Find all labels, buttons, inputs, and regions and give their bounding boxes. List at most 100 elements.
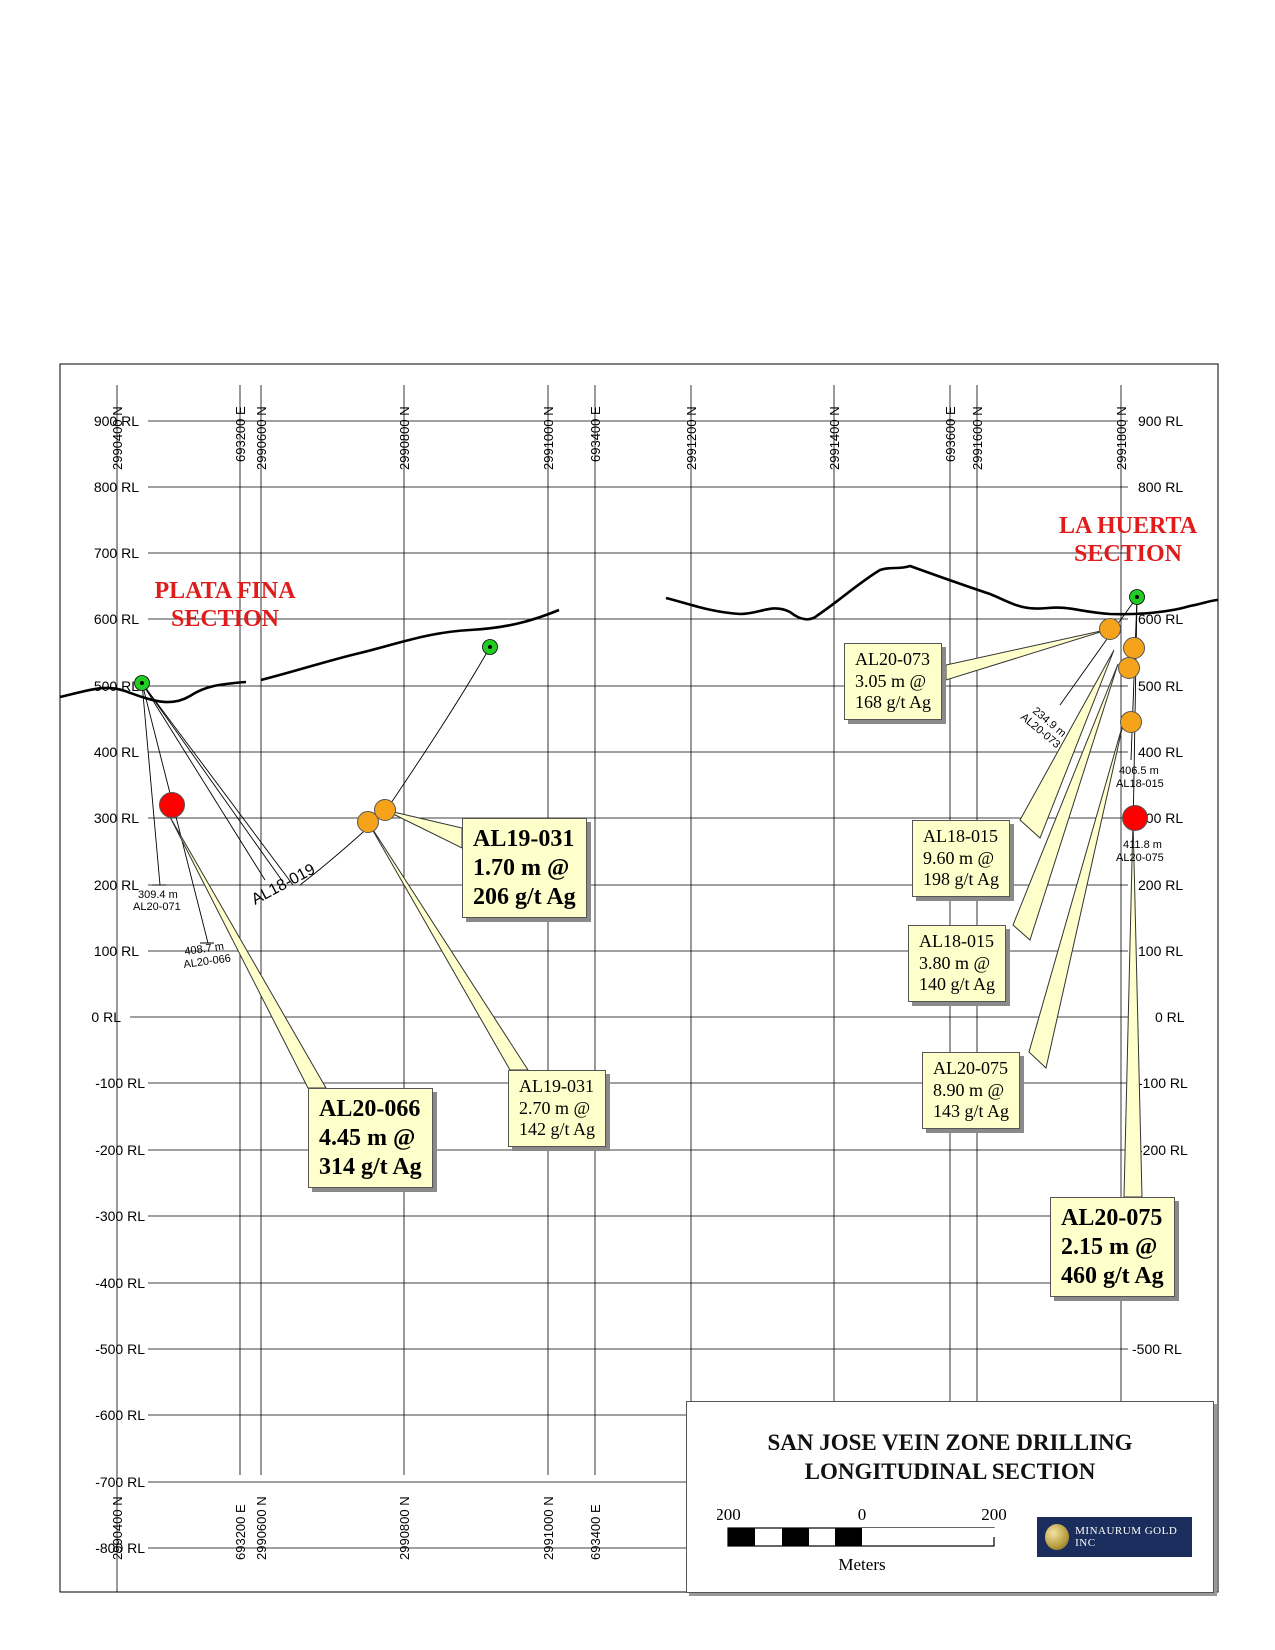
rl-left-minus100: -100 RL [95, 1075, 145, 1091]
rl-left-minus500: -500 RL [95, 1341, 145, 1357]
hole-depth-al18-015: 406.5 m [1119, 765, 1159, 777]
rl-left-800: 800 RL [94, 479, 139, 495]
rl-left-900: 900 RL [94, 413, 139, 429]
callout-hole: AL19-031 [519, 1076, 594, 1096]
bottom-label-2990400n: 2990400 N [110, 1496, 125, 1560]
intercept-al20-075-a[interactable] [1120, 711, 1142, 733]
callout-interval: 3.05 m @ [855, 670, 927, 691]
callout-hole: AL18-015 [923, 826, 998, 846]
callout-grade: 314 g/t Ag [319, 1153, 422, 1180]
title-line2: LONGITUDINAL SECTION [804, 1459, 1096, 1484]
callout-pointers [169, 628, 1143, 1198]
callout-interval: 9.60 m @ [923, 847, 995, 868]
callout-interval: 3.80 m @ [919, 952, 991, 973]
right-rl-labels: 900 RL 800 RL 600 RL 500 RL 400 RL 300 R… [1132, 413, 1188, 1357]
rl-right-600: 600 RL [1138, 611, 1183, 627]
hole-name-al20-075: AL20-075 [1116, 852, 1164, 864]
rl-left-300: 300 RL [94, 810, 139, 826]
callout-al20-075-a: AL20-075 8.90 m @ 143 g/t Ag [922, 1052, 1021, 1129]
callout-al18-015-a: AL18-015 9.60 m @ 198 g/t Ag [912, 820, 1011, 897]
la-huerta-label-line2: SECTION [1073, 540, 1183, 567]
rl-left-400: 400 RL [94, 744, 139, 760]
top-label-693600e: 693600 E [943, 406, 958, 462]
rl-left-minus800: -800 RL [95, 1540, 145, 1556]
hole-name-al18-015: AL18-015 [1116, 778, 1164, 790]
rl-left-minus400: -400 RL [95, 1275, 145, 1291]
callout-interval: 1.70 m @ [473, 854, 570, 881]
callout-hole: AL20-066 [319, 1096, 421, 1122]
bottom-label-693200e: 693200 E [233, 1504, 248, 1560]
callout-hole: AL19-031 [473, 826, 575, 852]
top-label-693200e: 693200 E [233, 406, 248, 462]
callout-al19-031-a: AL19-031 1.70 m @ 206 g/t Ag [462, 818, 587, 919]
rl-right-0: 0 RL [1155, 1009, 1185, 1025]
intercept-al19-031-b[interactable] [357, 811, 379, 833]
intercept-al20-066[interactable] [159, 792, 185, 818]
top-label-693400e: 693400 E [588, 406, 603, 462]
title-line1: SAN JOSE VEIN ZONE DRILLING [767, 1430, 1133, 1455]
logo-text: MINAURUM GOLD INC [1075, 1525, 1178, 1549]
callout-interval: 4.45 m @ [319, 1124, 416, 1151]
drill-collars [134, 589, 1145, 691]
la-huerta-label-line1: LA HUERTA [1058, 513, 1198, 539]
rl-right-300: 300 RL [1138, 810, 1183, 826]
callout-grade: 143 g/t Ag [933, 1101, 1010, 1122]
rl-right-500: 500 RL [1138, 678, 1183, 694]
rl-left-200: 200 RL [94, 877, 139, 893]
callout-interval: 2.15 m @ [1061, 1233, 1158, 1260]
globe-icon [1045, 1524, 1070, 1550]
intercept-al18-015-a[interactable] [1123, 637, 1145, 659]
map-frame [59, 363, 1219, 1593]
rl-left-700: 700 RL [94, 545, 139, 561]
rl-right-200: 200 RL [1138, 877, 1183, 893]
callout-al20-066: AL20-066 4.45 m @ 314 g/t Ag [308, 1088, 433, 1189]
intercept-al20-075-b[interactable] [1122, 805, 1148, 831]
rl-left-500: 500 RL [94, 678, 139, 694]
top-label-2991400n: 2991400 N [827, 406, 842, 470]
plata-fina-label-line2: SECTION [170, 605, 280, 632]
left-rl-labels: 900 RL 800 RL 700 RL 600 RL 500 RL 400 R… [91, 413, 145, 1556]
bottom-grid-labels: 2990400 N 693200 E 2990600 N 2990800 N 2… [110, 1496, 603, 1560]
callout-al20-075-b: AL20-075 2.15 m @ 460 g/t Ag [1050, 1197, 1175, 1298]
bottom-label-2990800n: 2990800 N [397, 1496, 412, 1560]
top-label-2991600n: 2991600 N [970, 406, 985, 470]
rl-left-100: 100 RL [94, 943, 139, 959]
scale-bar: 200 0 200 Meters [717, 1505, 1007, 1574]
callout-interval: 2.70 m @ [519, 1097, 591, 1118]
rl-left-0: 0 RL [91, 1009, 121, 1025]
top-label-2990800n: 2990800 N [397, 406, 412, 470]
intercept-al18-015-b[interactable] [1118, 657, 1140, 679]
bottom-label-693400e: 693400 E [588, 1504, 603, 1560]
plata-fina-label-line1: PLATA FINA [154, 578, 296, 604]
callout-interval: 8.90 m @ [933, 1079, 1005, 1100]
la-huerta-section-label: LA HUERTA SECTION [1048, 513, 1208, 568]
intercept-al20-073[interactable] [1099, 618, 1121, 640]
callout-al18-015-b: AL18-015 3.80 m @ 140 g/t Ag [908, 925, 1007, 1002]
top-label-2991200n: 2991200 N [684, 406, 699, 470]
callout-hole: AL20-075 [933, 1058, 1008, 1078]
scale-label-right: 200 [981, 1505, 1007, 1524]
intercept-al19-031-a[interactable] [374, 799, 396, 821]
rl-left-minus600: -600 RL [95, 1407, 145, 1423]
top-grid-labels: 2990400 N 693200 E 2990600 N 2990800 N 2… [110, 406, 1129, 470]
rl-right-minus500: -500 RL [1132, 1341, 1182, 1357]
rl-right-minus100: -100 RL [1138, 1075, 1188, 1091]
rl-right-900: 900 RL [1138, 413, 1183, 429]
callout-al19-031-b: AL19-031 2.70 m @ 142 g/t Ag [508, 1070, 607, 1147]
top-label-2990600n: 2990600 N [254, 406, 269, 470]
rl-left-minus700: -700 RL [95, 1474, 145, 1490]
callout-hole: AL20-073 [855, 649, 930, 669]
top-label-2991800n: 2991800 N [1114, 406, 1129, 470]
callout-grade: 142 g/t Ag [519, 1119, 596, 1140]
rl-right-400: 400 RL [1138, 744, 1183, 760]
title-block: SAN JOSE VEIN ZONE DRILLING LONGITUDINAL… [686, 1401, 1214, 1593]
rl-left-600: 600 RL [94, 611, 139, 627]
scale-unit: Meters [838, 1555, 885, 1574]
scale-label-mid: 0 [858, 1505, 867, 1524]
top-label-2990400n: 2990400 N [110, 406, 125, 470]
minaurum-logo: MINAURUM GOLD INC [1037, 1517, 1192, 1557]
bottom-label-2991000n: 2991000 N [541, 1496, 556, 1560]
callout-hole: AL18-015 [919, 931, 994, 951]
rl-right-800: 800 RL [1138, 479, 1183, 495]
bottom-label-2990600n: 2990600 N [254, 1496, 269, 1560]
